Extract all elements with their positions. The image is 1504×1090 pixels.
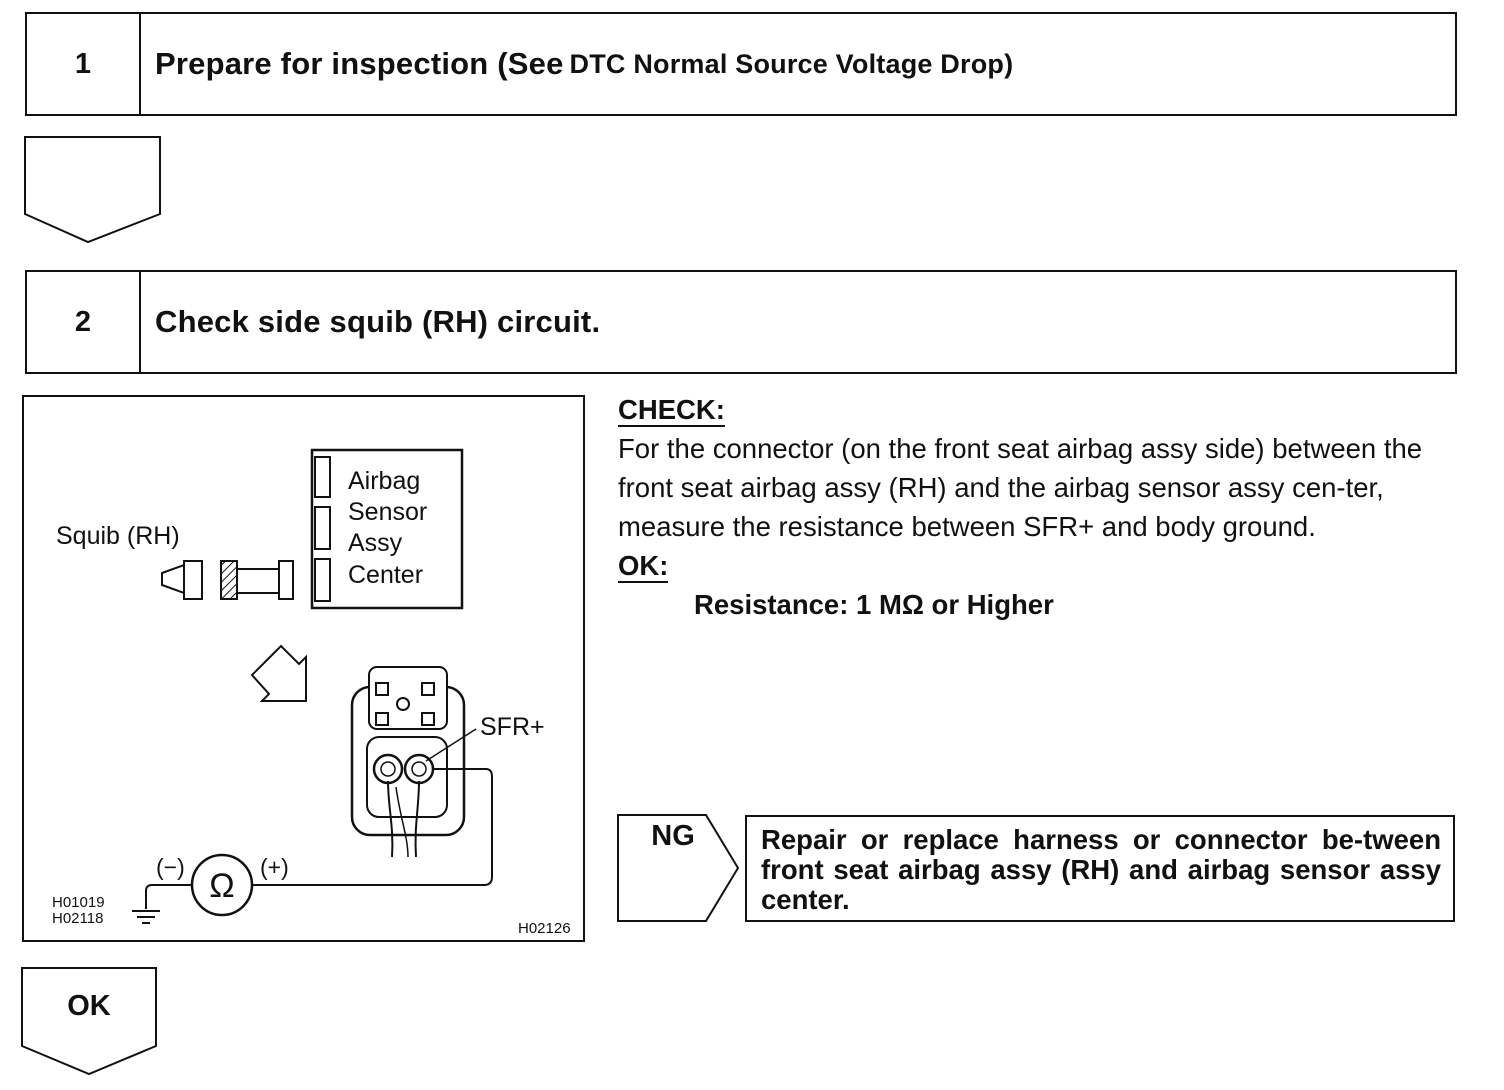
sensor-connector-slot — [314, 456, 331, 498]
airbag-sensor-box — [310, 448, 464, 610]
connector-diagram-svg: Airbag Sensor Assy Center Squib (RH) — [52, 448, 571, 937]
ref-code: H02126 — [518, 920, 571, 937]
squib-label: Squib (RH) — [56, 522, 180, 550]
squib-connector — [183, 560, 203, 600]
sfr-plus-label: SFR+ — [480, 713, 545, 741]
tester-lead-plus — [253, 768, 493, 886]
ohm-symbol: Ω — [209, 867, 234, 905]
minus-label: (−) — [156, 854, 185, 880]
direction-arrow-icon — [250, 644, 307, 702]
connector-pin-slot — [421, 682, 435, 696]
step-1-title-reference: DTC Normal Source Voltage Drop) — [569, 48, 1014, 79]
step-2-title-main: Check side squib (RH) circuit. — [155, 304, 601, 339]
sfr-leader-line — [425, 728, 477, 762]
ref-code: H02118 — [52, 910, 103, 927]
sensor-connector-slot — [314, 506, 331, 550]
ref-code: H01019 — [52, 894, 105, 911]
connector-end — [278, 560, 294, 600]
sensor-label-line: Sensor — [348, 498, 427, 526]
squib-connector-tip — [161, 563, 185, 595]
ng-action-box: Repair or replace harness or connector b… — [745, 815, 1455, 922]
flow-arrow-ng — [617, 814, 740, 922]
connector-pin-slot — [375, 712, 389, 726]
terminal-sfr-inner — [411, 761, 427, 777]
check-instructions: For the connector (on the front seat air… — [618, 433, 1423, 542]
resistance-spec: Resistance: 1 MΩ or Higher — [694, 589, 1054, 620]
connector-hatched — [220, 560, 238, 600]
check-heading: CHECK: — [618, 394, 725, 427]
connector-pin-slot — [421, 712, 435, 726]
connector-pin-slot — [375, 682, 389, 696]
tester-lead-minus — [145, 884, 192, 909]
sensor-label-line: Airbag — [348, 467, 420, 495]
connector-body — [236, 568, 280, 594]
sensor-label-line: Center — [348, 561, 423, 589]
connector-center-hole — [396, 697, 410, 711]
ng-label: NG — [651, 820, 695, 852]
ok-label: OK — [67, 990, 111, 1022]
step-1-header: 1 Prepare for inspection (See DTC Normal… — [25, 12, 1457, 116]
flow-arrow-ok — [21, 967, 157, 1076]
sensor-label-line: Assy — [348, 529, 403, 557]
wire-harness — [387, 780, 394, 858]
ok-heading: OK: — [618, 550, 669, 583]
step-1-title-main: Prepare for inspection (See — [155, 46, 564, 81]
step-1-title: Prepare for inspection (See DTC Normal S… — [141, 14, 1013, 114]
connector-diagram: Airbag Sensor Assy Center Squib (RH) — [22, 395, 585, 942]
wire-harness — [414, 780, 420, 858]
sensor-connector-slot — [314, 558, 331, 602]
step-1-number: 1 — [27, 14, 141, 114]
plus-label: (+) — [260, 854, 289, 880]
flow-arrow-1 — [24, 136, 161, 244]
step-2-header: 2 Check side squib (RH) circuit. — [25, 270, 1457, 374]
wire-harness — [395, 786, 409, 858]
step-2-number: 2 — [27, 272, 141, 372]
check-section: CHECK: For the connector (on the front s… — [618, 390, 1463, 624]
terminal-left-inner — [380, 761, 396, 777]
step-2-title: Check side squib (RH) circuit. — [141, 272, 600, 372]
